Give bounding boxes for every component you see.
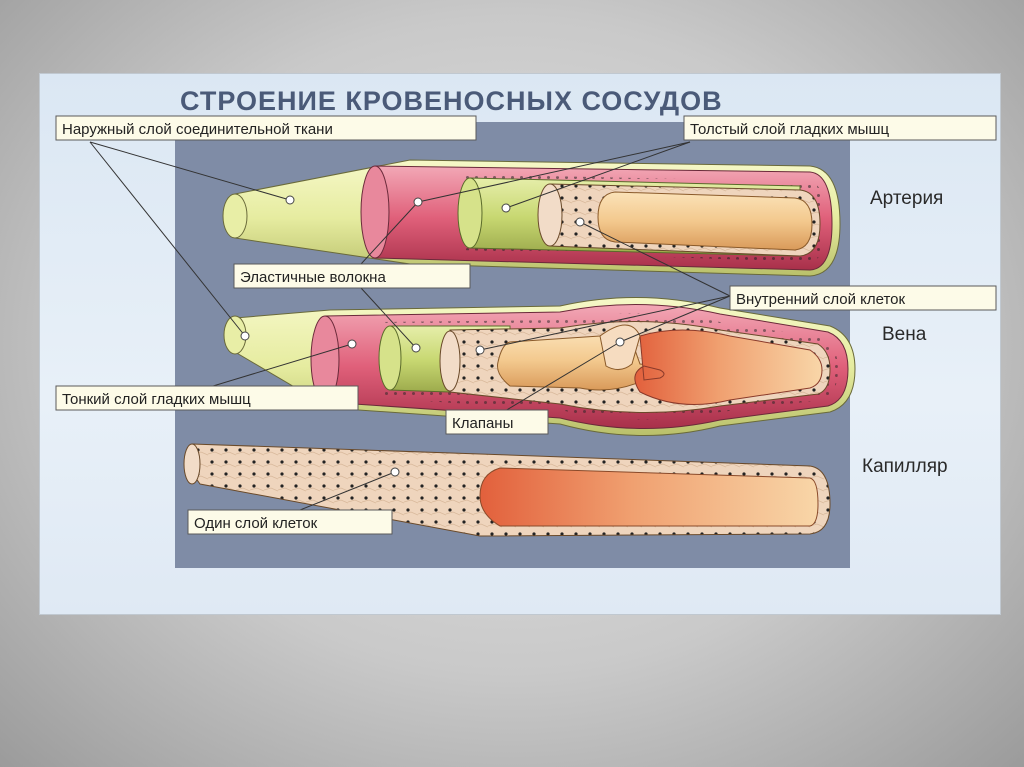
- label-inner-layer: Внутренний слой клеток: [729, 285, 997, 311]
- slide: СТРОЕНИЕ КРОВЕНОСНЫХ СОСУДОВ: [40, 74, 1000, 614]
- svg-text:Толстый слой гладких мышц: Толстый слой гладких мышц: [690, 121, 889, 138]
- vessel-name-vein: Вена: [882, 324, 927, 345]
- svg-text:Клапаны: Клапаны: [452, 415, 513, 432]
- svg-text:Один слой клеток: Один слой клеток: [194, 515, 318, 532]
- svg-text:Тонкий слой гладких мышц: Тонкий слой гладких мышц: [62, 391, 251, 408]
- label-thick-muscle: Толстый слой гладких мышц: [683, 115, 997, 141]
- label-valves: Клапаны: [445, 409, 549, 435]
- svg-text:Внутренний слой клеток: Внутренний слой клеток: [736, 291, 906, 308]
- label-thin-muscle: Тонкий слой гладких мышц: [55, 385, 359, 411]
- diagram-title: СТРОЕНИЕ КРОВЕНОСНЫХ СОСУДОВ: [180, 86, 723, 116]
- label-elastic-fibers: Эластичные волокна: [233, 263, 471, 289]
- vein-illustration: [223, 296, 856, 437]
- label-single-layer: Один слой клеток: [187, 509, 393, 535]
- vessel-name-capillary: Капилляр: [862, 456, 948, 477]
- svg-text:Наружный слой соединительной т: Наружный слой соединительной ткани: [62, 121, 333, 138]
- label-outer-layer: Наружный слой соединительной ткани: [55, 115, 477, 141]
- capillary-illustration: [183, 443, 831, 537]
- label-dots: [240, 195, 625, 477]
- svg-text:Эластичные волокна: Эластичные волокна: [240, 269, 386, 286]
- vessel-name-artery: Артерия: [870, 188, 943, 209]
- blood-vessels-diagram: СТРОЕНИЕ КРОВЕНОСНЫХ СОСУДОВ: [55, 86, 997, 568]
- artery-illustration: [222, 159, 841, 277]
